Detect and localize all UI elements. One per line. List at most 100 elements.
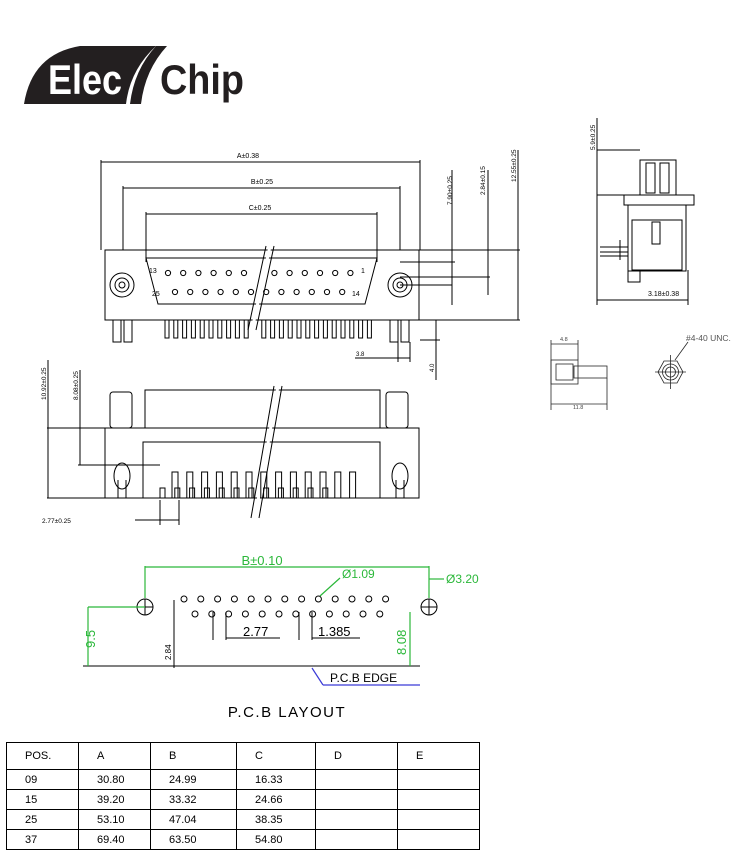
pin-leg	[349, 319, 355, 339]
pin-leg	[226, 319, 232, 339]
pin-leg	[203, 487, 210, 499]
pin-1-label: 1	[361, 268, 365, 275]
pin-leg	[319, 471, 327, 498]
table-cell: 25	[6, 809, 79, 830]
pin-leg	[190, 319, 196, 339]
contact-hole	[301, 269, 308, 277]
pcb-hole	[208, 610, 216, 618]
screw-dim-118-label: 11.8	[573, 405, 583, 411]
table-header-row: POS. A B C D E	[6, 742, 480, 770]
pin-leg	[208, 319, 214, 339]
contact-hole	[225, 269, 232, 277]
pin-leg	[366, 319, 372, 339]
pin-leg	[218, 487, 225, 499]
pcb-offset-label: 1.385	[318, 624, 351, 639]
table-cell	[397, 809, 480, 830]
contact-hole	[164, 269, 172, 277]
dim-a-label: A±0.38	[237, 153, 259, 160]
dim-c-label: C±0.25	[249, 205, 272, 212]
dim-b-label: B±0.25	[251, 179, 273, 186]
contact-hole	[263, 288, 270, 296]
table-cell: 63.50	[150, 829, 237, 850]
table-row: 37 69.40 63.50 54.80	[6, 829, 480, 850]
pin-leg	[201, 471, 209, 498]
pcb-hole	[325, 610, 333, 618]
pin-leg	[358, 319, 364, 339]
contact-hole	[187, 288, 194, 296]
pcb-height-left-label: 9.5	[83, 630, 98, 648]
brand-logo: Elec Chip	[24, 46, 244, 104]
pin-leg	[314, 319, 320, 339]
pcb-edge-label: P.C.B EDGE	[330, 671, 397, 685]
front-view	[100, 150, 520, 380]
pcb-hole	[180, 595, 188, 603]
dim-h3-label: 12.55±0.25	[511, 149, 518, 182]
pin-leg	[322, 487, 329, 499]
contact-hole	[316, 269, 324, 277]
contact-hole	[171, 288, 179, 296]
pin-leg	[331, 319, 337, 339]
contact-hole	[347, 269, 354, 277]
contact-hole	[202, 288, 209, 296]
contact-hole	[240, 269, 248, 277]
pcb-green-dimensions	[87, 566, 444, 666]
table-cell	[315, 809, 398, 830]
contact-hole	[180, 269, 187, 277]
pcb-hole	[241, 610, 249, 618]
contact-hole	[271, 269, 278, 277]
pcb-hole	[230, 595, 238, 603]
table-header-c: C	[236, 742, 316, 770]
table-header-a: A	[78, 742, 151, 770]
table-header-e: E	[397, 742, 480, 770]
pin-leg	[234, 319, 240, 339]
brand-word-elec: Elec	[48, 56, 122, 103]
table-header-b: B	[150, 742, 237, 770]
bottom-dim-b-label: 8.08±0.25	[73, 371, 80, 400]
pin-leg	[287, 319, 293, 339]
table-cell	[397, 789, 480, 810]
front-view-pins	[164, 319, 372, 339]
table-cell: 38.35	[236, 809, 316, 830]
table-cell: 09	[6, 769, 79, 790]
pin-leg	[275, 471, 283, 498]
pcb-hole	[275, 610, 283, 618]
pcb-pitch-label: 2.77	[243, 624, 268, 639]
pin-leg	[248, 487, 255, 499]
pin-leg	[215, 471, 223, 498]
table-cell	[315, 769, 398, 790]
table-header-d: D	[315, 742, 398, 770]
contact-hole	[339, 288, 346, 296]
side-dim-top-label: 5.9±0.25	[590, 124, 597, 150]
pin-leg	[243, 319, 249, 339]
pcb-hole	[247, 595, 255, 603]
technical-drawing: A±0.38 B±0.25 C±0.25 7.90±0.25 2.84±0.15…	[41, 118, 731, 721]
pcb-hole	[382, 595, 390, 603]
pin-leg	[270, 319, 276, 339]
contact-hole	[232, 288, 239, 296]
dim-h2-label: 2.84±0.15	[480, 166, 487, 195]
table-cell: 39.20	[78, 789, 151, 810]
bottom-view	[47, 360, 420, 525]
brand-word-chip: Chip	[160, 56, 244, 103]
front-view-contacts	[164, 269, 354, 296]
contact-hole	[332, 269, 339, 277]
pcb-hole	[197, 595, 205, 603]
table-cell: 53.10	[78, 809, 151, 830]
pin-leg	[261, 319, 267, 339]
table-cell	[315, 829, 398, 850]
contact-hole	[195, 269, 202, 277]
pin-leg	[233, 487, 240, 499]
pcb-hole	[264, 595, 272, 603]
table-row: 09 30.80 24.99 16.33	[6, 769, 480, 790]
pin-leg	[289, 471, 297, 498]
bottom-dim-a-label: 10.92±0.25	[41, 367, 48, 400]
pin-leg	[199, 319, 205, 339]
dim-40-label: 4.0	[430, 363, 436, 372]
pin-leg	[334, 471, 342, 498]
table-cell: 15	[6, 789, 79, 810]
table-cell	[397, 769, 480, 790]
pcb-hole	[281, 595, 289, 603]
pin-14-label: 14	[352, 291, 360, 298]
pin-leg	[292, 487, 299, 499]
pcb-hole	[348, 595, 356, 603]
